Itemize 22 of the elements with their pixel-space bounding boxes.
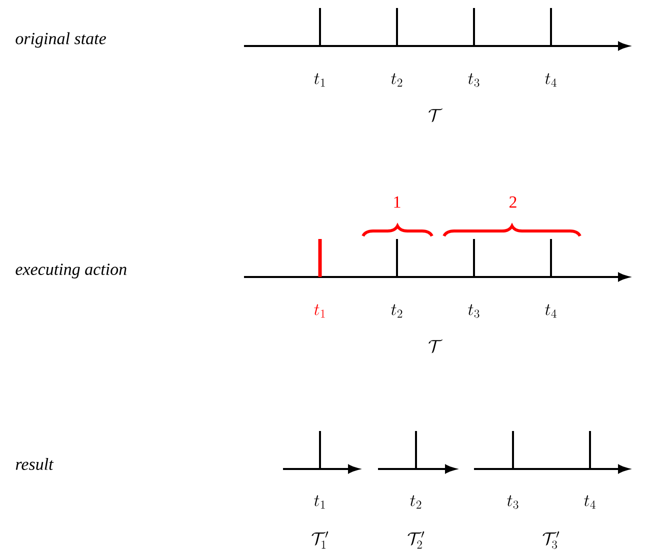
tick-label: $t_1$	[314, 73, 325, 87]
brace-label: 1	[394, 196, 400, 208]
brace-label: 2	[510, 196, 516, 208]
tick-label: $t_3$	[468, 304, 480, 318]
tick-label: $\mathcal{T}'_2$	[408, 531, 424, 549]
tick-label: $t_1$	[314, 304, 325, 318]
tick-label: $t_3$	[507, 495, 518, 509]
tick-label: $\mathcal{T}'_1$	[312, 531, 328, 549]
row-label: original state	[16, 32, 106, 48]
tick-label: $t_2$	[410, 495, 422, 509]
tick-label: $\mathcal{T}$	[428, 108, 443, 122]
row-label: executing action	[16, 264, 126, 278]
tick-label: $t_4$	[584, 495, 596, 509]
tick-label: $t_4$	[545, 304, 556, 318]
tick-label: $t_3$	[468, 73, 480, 87]
tick-label: $\mathcal{T}'_3$	[542, 531, 560, 549]
tick-label: $t_2$	[391, 304, 402, 318]
tick-label: $\mathcal{T}$	[428, 340, 443, 354]
row-label: result	[16, 458, 54, 470]
tick-label: $t_2$	[391, 73, 402, 87]
tick-label: $t_4$	[545, 73, 556, 87]
tick-label: $t_1$	[314, 495, 325, 509]
